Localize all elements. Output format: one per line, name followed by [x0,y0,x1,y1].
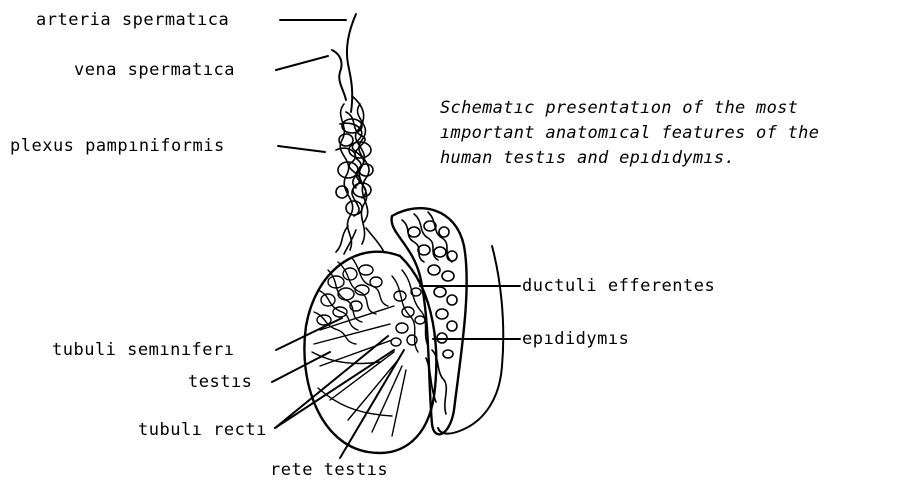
label-ductuli-efferentes: ductuli efferentes [522,276,715,296]
epididymis-outline [392,208,467,434]
label-arteria-spermatica: arteria spermatıca [36,10,229,30]
label-tubuli-seminiferi: tubuli semınıferı [52,340,235,360]
leader-recti-2 [275,350,394,428]
spermatic-vein [332,50,346,100]
caption-line-1: Schematıc presentatıon of the most [440,96,900,121]
pampiniform-plexus [336,96,384,254]
label-epididymis: epıdidymıs [522,329,629,349]
seminiferous-tubules [314,258,406,436]
label-tubuli-recti: tubulı rectı [138,420,267,440]
leader-plexus [278,146,325,152]
label-vena-spermatica: vena spermatıca [74,60,235,80]
label-testis: testıs [188,372,252,392]
caption-line-3: human testıs and epıdıdymıs. [440,146,900,171]
leader-seminiferi [276,318,342,350]
label-plexus-pampiniformis: plexus pampıniformis [10,136,225,156]
label-rete-testis: rete testıs [270,460,388,480]
caption-line-2: ımportant anatomıcal features of the [440,121,900,146]
figure-caption: Schematıc presentatıon of the most ımpor… [440,96,900,171]
leader-vena [276,56,328,70]
